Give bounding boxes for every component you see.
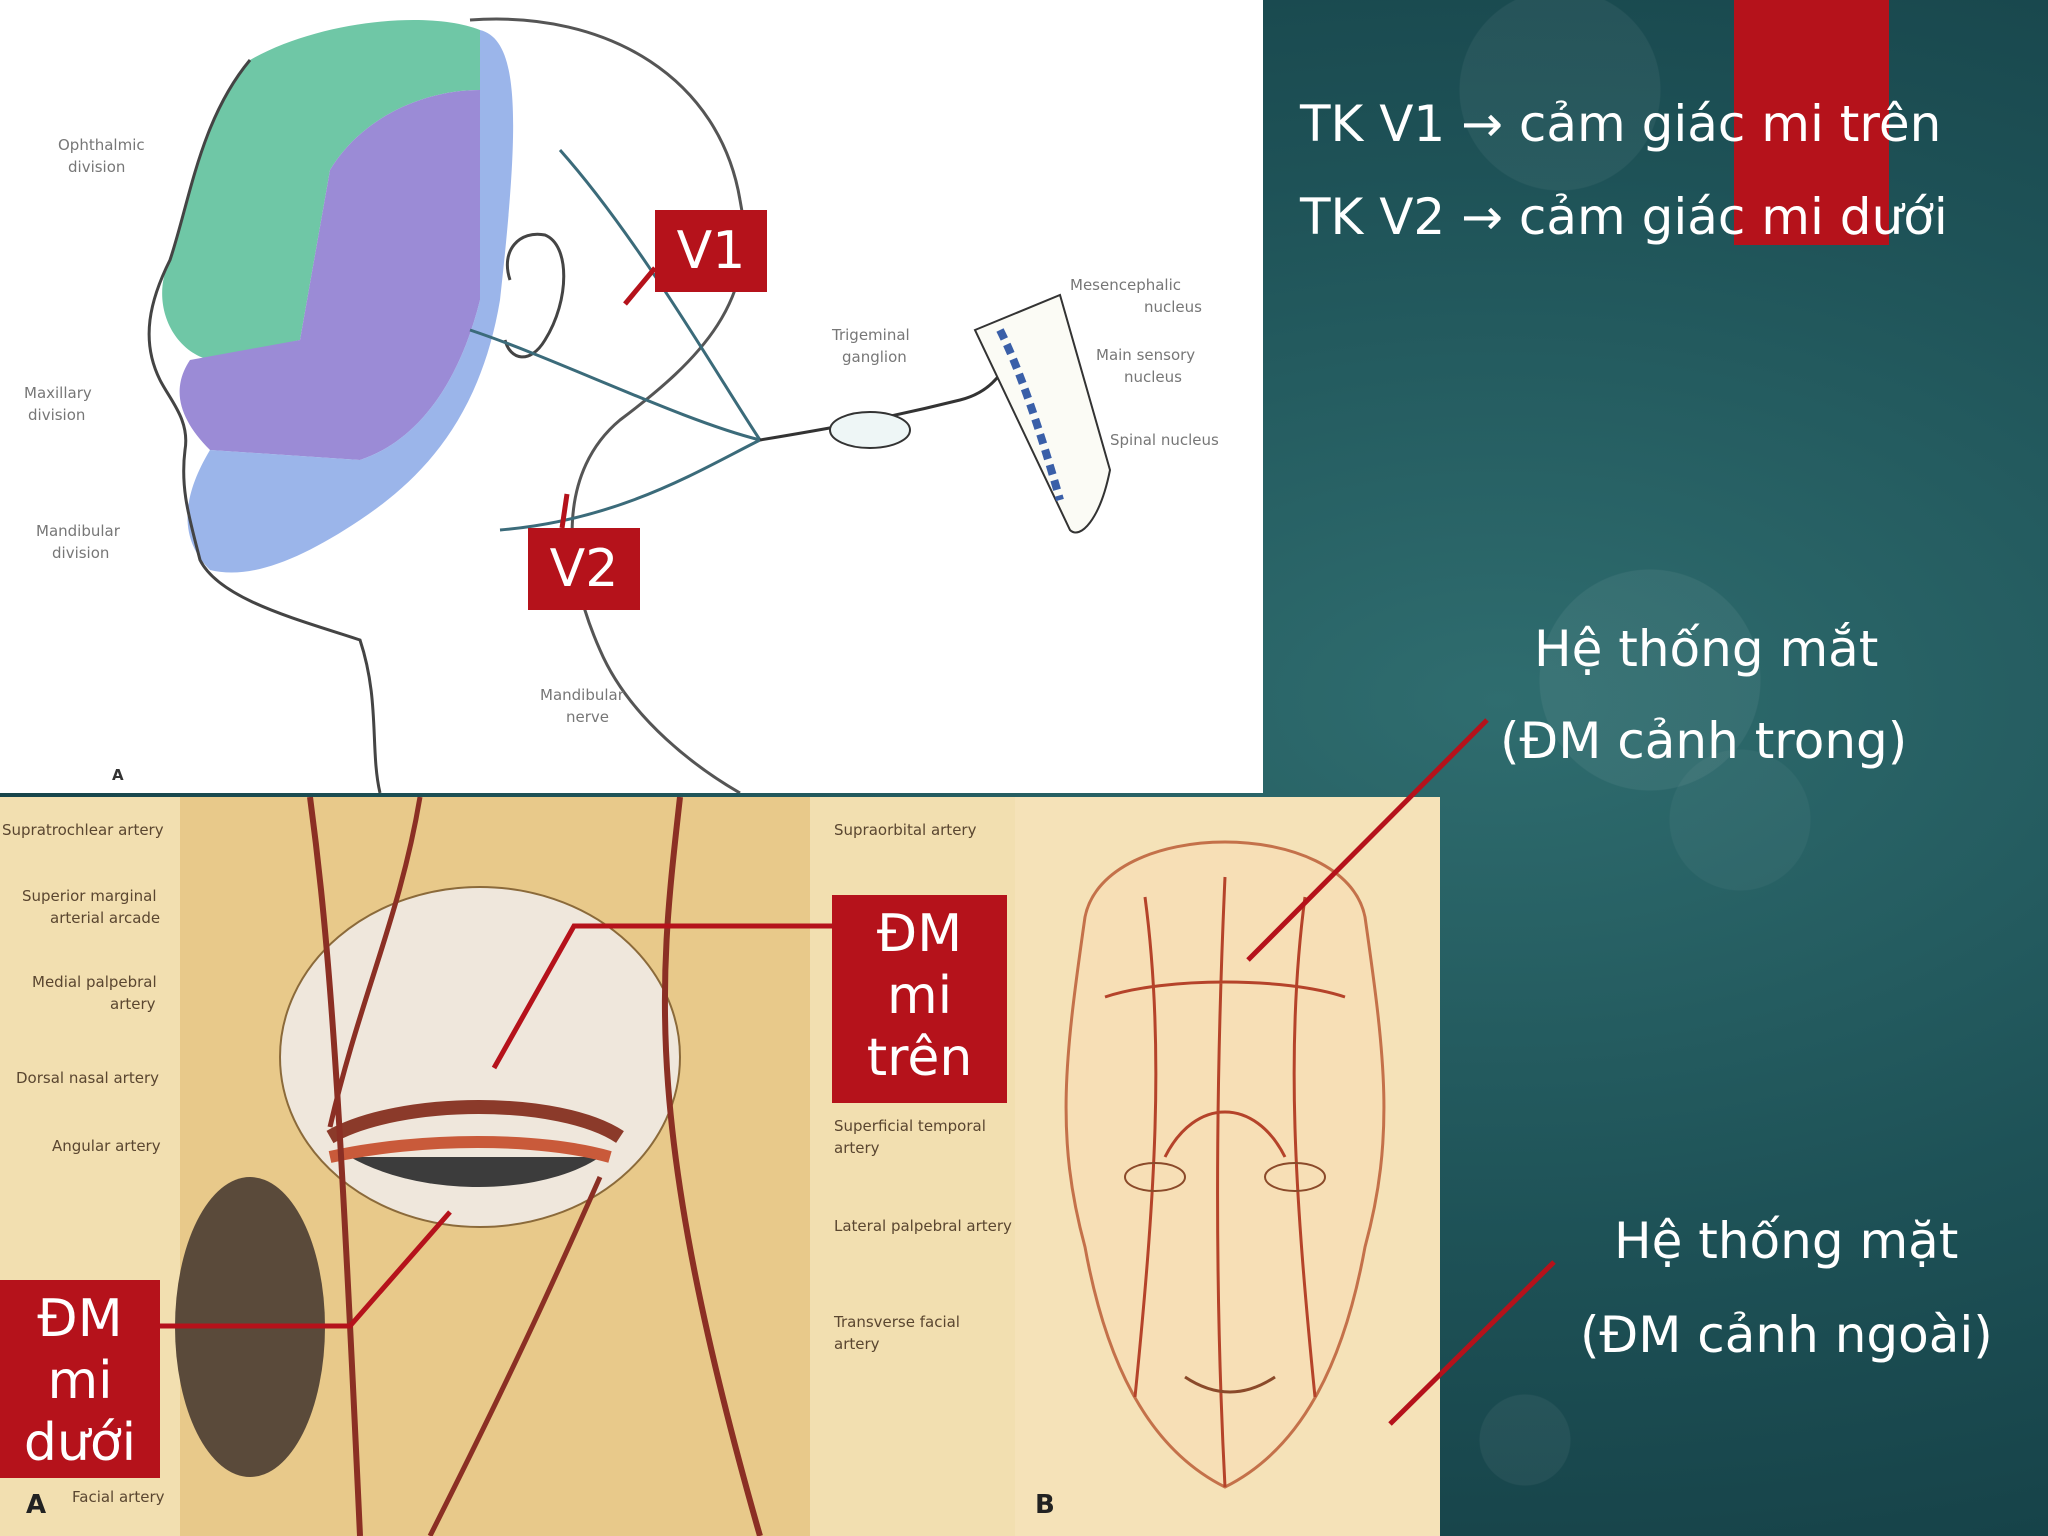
label-facial: Facial artery (72, 1488, 165, 1506)
callout-dm-mi-duoi: ĐM mi dưới (0, 1280, 160, 1478)
facial-arteries (1104, 876, 1346, 1488)
callout-dm-mi-tren: ĐM mi trên (832, 895, 1007, 1103)
callout-v1: V1 (655, 210, 767, 292)
artery-3 (661, 797, 763, 1536)
artery-2 (327, 797, 423, 1128)
label-medial-palpebral-1: Medial palpebral (32, 973, 157, 991)
label-trigeminal-2: ganglion (842, 348, 907, 366)
label-main-sensory-2: nucleus (1124, 368, 1182, 386)
label-mandibular-1: Mandibular (36, 522, 121, 540)
artery-4 (427, 1175, 603, 1536)
label-main-sensory-1: Main sensory (1096, 346, 1195, 364)
artery-1 (307, 797, 363, 1536)
trigeminal-illustration: Ophthalmic division Maxillary division M… (24, 17, 1219, 793)
label-angular: Angular artery (52, 1137, 161, 1155)
panel-letter-a-vessel: A (26, 1490, 46, 1520)
face-system-label: Hệ thống mặt (1614, 1212, 1959, 1270)
right-eye (1264, 1162, 1326, 1192)
label-medial-palpebral-2: artery (110, 995, 156, 1013)
panel-letter-b: B (1035, 1490, 1055, 1520)
brainstem (973, 293, 1112, 534)
label-mandibular-nerve-1: Mandibular (540, 686, 625, 704)
callout-dm-mi-duoi-line3: dưới (23, 1413, 137, 1473)
callout-dm-mi-tren-line2: mi (886, 966, 953, 1026)
label-mandibular-nerve-2: nerve (566, 708, 609, 726)
eyelid-margin (328, 1136, 612, 1163)
mouth (1184, 1375, 1276, 1394)
eye-system-sublabel: (ĐM cảnh trong) (1500, 712, 1908, 770)
label-transverse-facial-1: Transverse facial (833, 1313, 960, 1331)
label-mesencephalic-2: nucleus (1144, 298, 1202, 316)
face-profile (147, 59, 382, 793)
trigeminal-nerve-diagram: Ophthalmic division Maxillary division M… (0, 0, 1263, 793)
eye-system-label: Hệ thống mắt (1534, 620, 1879, 678)
label-dorsal-nasal: Dorsal nasal artery (16, 1069, 159, 1087)
label-spinal-nucleus: Spinal nucleus (1110, 431, 1219, 449)
callout-dm-mi-tren-line3: trên (866, 1028, 973, 1088)
callout-dm-mi-duoi-line2: mi (47, 1351, 113, 1411)
heading-v1: TK V1 → cảm giác mi trên (1300, 95, 1942, 153)
superior-arcade (326, 1100, 624, 1144)
lower-eyelid (350, 1157, 600, 1187)
head-outline (469, 17, 746, 793)
trigeminal-ganglion (829, 411, 911, 449)
label-maxillary-1: Maxillary (24, 384, 92, 402)
label-superior-marginal-2: arterial arcade (50, 909, 160, 927)
maxillary-region (179, 90, 480, 460)
ophthalmic-region (162, 20, 480, 360)
label-transverse-facial-2: artery (834, 1335, 880, 1353)
face-illustration: B (1015, 797, 1440, 1536)
callout-v2: V2 (528, 528, 640, 610)
label-mandibular-2: division (52, 544, 109, 562)
label-supraorbital: Supraorbital artery (834, 821, 977, 839)
nasal-cavity (175, 1177, 325, 1477)
face-system-sublabel: (ĐM cảnh ngoài) (1580, 1306, 1993, 1364)
callout-dm-mi-duoi-line1: ĐM (37, 1289, 123, 1349)
label-superficial-temporal-1: Superficial temporal (834, 1117, 986, 1135)
heading-v2: TK V2 → cảm giác mi dưới (1300, 188, 1948, 246)
label-lateral-palpebral: Lateral palpebral artery (834, 1217, 1012, 1235)
facial-arteries-diagram: B (1015, 797, 1440, 1536)
ear (503, 232, 566, 359)
sensory-nucleus (996, 328, 1064, 502)
label-maxillary-2: division (28, 406, 85, 424)
callout-dm-mi-tren-line1: ĐM (876, 904, 963, 964)
label-superior-marginal-1: Superior marginal (22, 887, 157, 905)
nerve-branches (469, 149, 762, 532)
label-supratrochlear: Supratrochlear artery (2, 821, 164, 839)
left-eye (1124, 1162, 1186, 1192)
label-trigeminal-1: Trigeminal (831, 326, 910, 344)
label-mesencephalic-1: Mesencephalic (1070, 276, 1181, 294)
panel-letter-a: A (112, 766, 124, 784)
accent-bar (1734, 0, 1889, 245)
label-superficial-temporal-2: artery (834, 1139, 880, 1157)
label-ophthalmic-1: Ophthalmic (58, 136, 145, 154)
label-ophthalmic-2: division (68, 158, 125, 176)
mandibular-region (187, 30, 514, 573)
